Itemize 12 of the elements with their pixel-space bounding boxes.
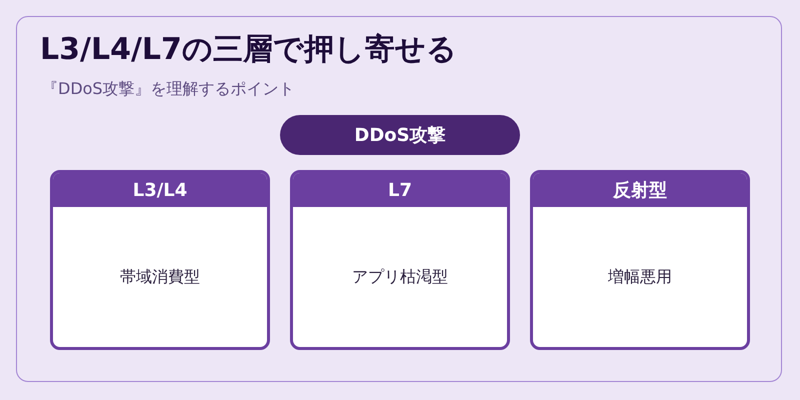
card-text: 増幅悪用 — [608, 266, 672, 288]
subtitle: 『DDoS攻撃』を理解するポイント — [42, 78, 295, 100]
card-header: L7 — [293, 173, 507, 207]
card-header: L3/L4 — [53, 173, 267, 207]
topic-pill: DDoS攻撃 — [280, 115, 520, 155]
card-header: 反射型 — [533, 173, 747, 207]
category-card — [530, 170, 750, 350]
title: L3/L4/L7の三層で押し寄せる — [40, 31, 457, 69]
category-card — [50, 170, 270, 350]
card-text: 帯域消費型 — [120, 266, 200, 288]
category-card — [290, 170, 510, 350]
card-text: アプリ枯渇型 — [352, 266, 448, 288]
